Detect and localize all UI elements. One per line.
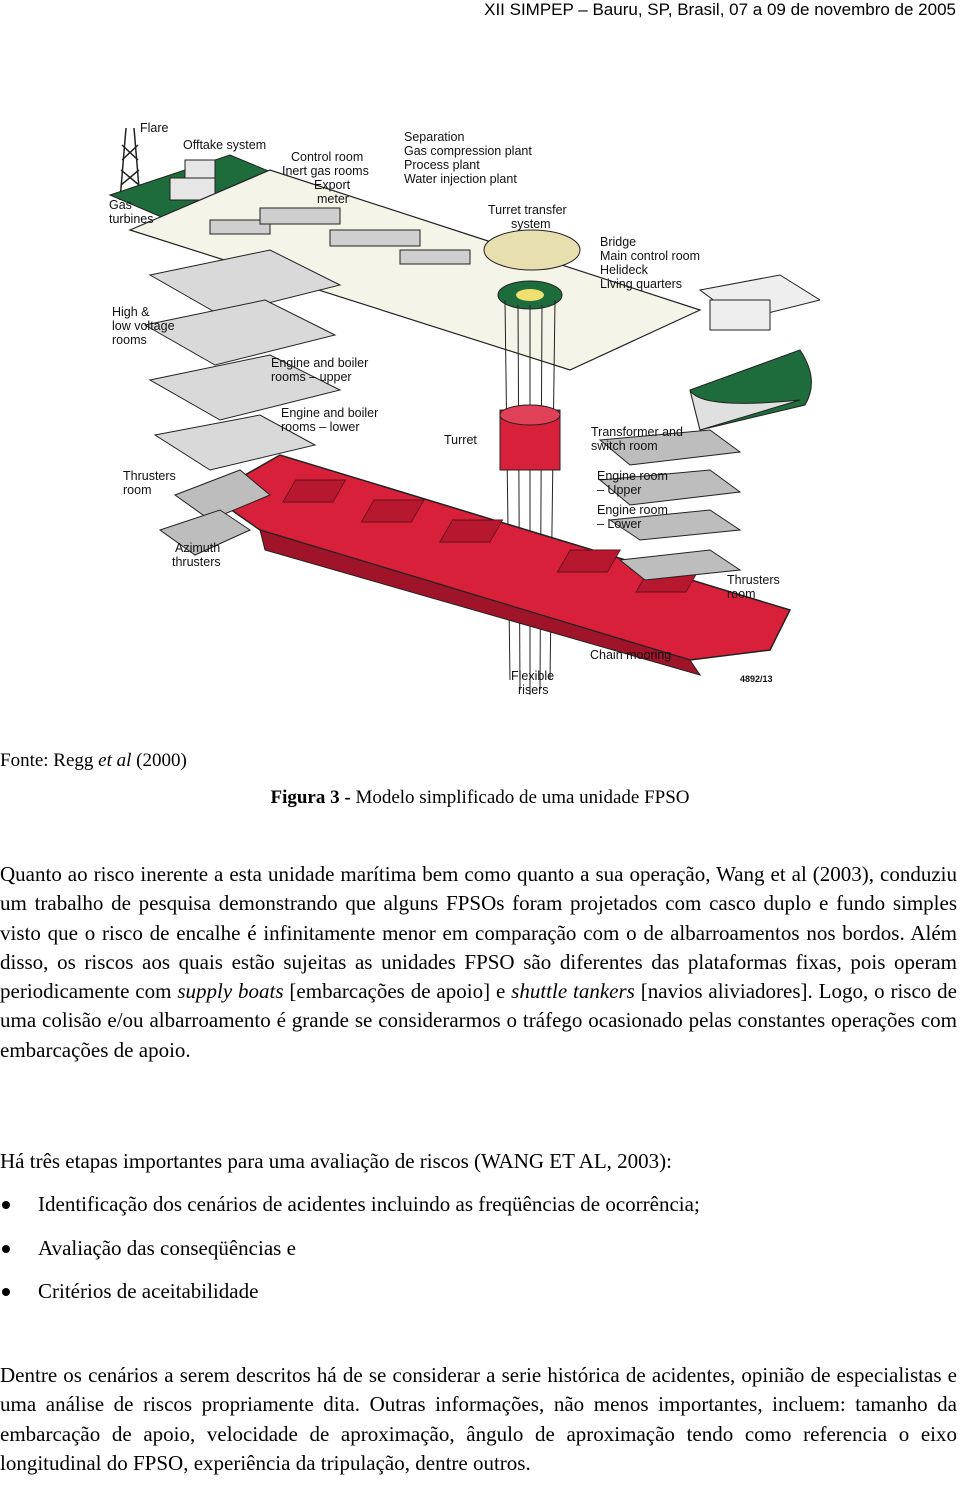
- process-modules: [209, 207, 471, 265]
- hull-red: [208, 454, 792, 676]
- label-transformer-2: switch room: [591, 439, 658, 453]
- label-engine-boiler-lower-1: Engine and boiler: [281, 406, 378, 420]
- label-bridge: Bridge: [600, 235, 636, 249]
- label-living-quarters: Living quarters: [600, 277, 682, 291]
- deck-plates: [143, 249, 342, 471]
- label-engine-boiler-upper-1: Engine and boiler: [271, 356, 368, 370]
- label-engine-boiler-upper-2: rooms – upper: [271, 370, 352, 384]
- label-thrusters-right-2: room: [727, 587, 755, 601]
- label-engine-room-upper-2: – Upper: [597, 483, 641, 497]
- label-separation: Separation: [404, 130, 465, 144]
- label-gas-compression: Gas compression plant: [404, 144, 532, 158]
- list-item: Avaliação das conseqüências e: [0, 1234, 957, 1278]
- label-turbines: turbines: [109, 212, 153, 226]
- label-chain-mooring: Chain mooring: [590, 648, 671, 662]
- label-process-plant: Process plant: [404, 158, 480, 172]
- stern-pieces: [158, 469, 271, 556]
- figure-caption: Figura 3 - Modelo simplificado de uma un…: [270, 787, 690, 808]
- label-turret-transfer: Turret transfer: [488, 203, 567, 217]
- label-engine-room-upper-1: Engine room: [597, 469, 668, 483]
- bullet-icon: [2, 1244, 10, 1253]
- bullet-icon: [2, 1288, 10, 1296]
- fpso-figure: Flare Offtake system Control room Inert …: [100, 100, 820, 705]
- label-thrusters-right-1: Thrusters: [727, 573, 780, 587]
- label-export: Export: [314, 178, 351, 192]
- paragraph-1: Quanto ao risco inerente a esta unidade …: [0, 862, 957, 1062]
- label-azimuth-2: thrusters: [172, 555, 221, 569]
- offtake-module: [169, 159, 216, 201]
- label-main-control: Main control room: [600, 249, 700, 263]
- living-quarters-block: [698, 274, 820, 331]
- label-low-voltage: low voltage: [112, 319, 175, 333]
- label-thrusters-left-2: room: [123, 483, 151, 497]
- label-water-injection: Water injection plant: [404, 172, 517, 186]
- label-rooms: rooms: [112, 333, 147, 347]
- label-flare: Flare: [140, 121, 169, 135]
- label-flexible-2: risers: [518, 683, 549, 697]
- turret-transfer-ring: [483, 229, 581, 271]
- label-meter: meter: [317, 192, 349, 206]
- label-offtake: Offtake system: [183, 138, 266, 152]
- bow-deck: [689, 349, 812, 431]
- list-item: Identificação dos cenários de acidentes …: [0, 1190, 957, 1234]
- label-helideck: Helideck: [600, 263, 649, 277]
- turret-yellow-inner: [516, 289, 544, 301]
- hull-slices-right: [598, 429, 742, 581]
- figure-labels: Flare Offtake system Control room Inert …: [109, 121, 780, 697]
- label-high-and: High &: [112, 305, 150, 319]
- risk-steps-list: Identificação dos cenários de acidentes …: [0, 1190, 957, 1321]
- label-engine-room-lower-2: – Lower: [597, 517, 641, 531]
- label-inert-gas: Inert gas rooms: [282, 164, 369, 178]
- paragraph-2: Há três etapas importantes para uma aval…: [0, 1149, 672, 1173]
- label-thrusters-left-1: Thrusters: [123, 469, 176, 483]
- list-item: Critérios de aceitabilidade: [0, 1277, 957, 1321]
- label-control-room: Control room: [291, 150, 363, 164]
- label-engine-boiler-lower-2: rooms – lower: [281, 420, 360, 434]
- label-azimuth-1: Azimuth: [175, 541, 220, 555]
- paragraph-3: Dentre os cenários a serem descritos há …: [0, 1363, 957, 1475]
- label-system: system: [511, 217, 551, 231]
- turret-top: [499, 404, 561, 426]
- label-transformer-1: Transformer and: [591, 425, 683, 439]
- label-flexible-1: Flexible: [511, 669, 554, 683]
- page-header: XII SIMPEP – Bauru, SP, Brasil, 07 a 09 …: [484, 0, 956, 19]
- figure-source: Fonte: Regg et al (2000): [0, 750, 187, 771]
- bullet-icon: [2, 1201, 10, 1209]
- label-engine-room-lower-1: Engine room: [597, 503, 668, 517]
- label-turret: Turret: [444, 433, 477, 447]
- fpso-illustration: Flare Offtake system Control room Inert …: [108, 121, 820, 697]
- label-gas: Gas: [109, 198, 132, 212]
- label-code: 4892/13: [740, 674, 773, 684]
